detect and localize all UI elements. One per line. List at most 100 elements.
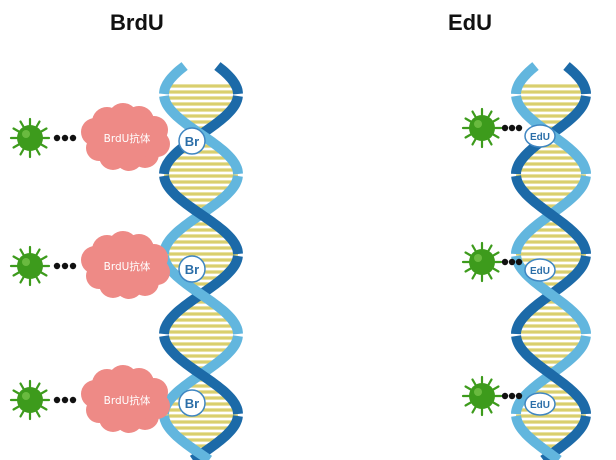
strand-light-front (511, 255, 591, 335)
label-circle-icon (524, 258, 556, 282)
fluorophore-ray (471, 406, 477, 414)
linker-dot (69, 262, 77, 270)
fluorophore-ray (487, 244, 493, 252)
label-circle-icon (178, 127, 206, 155)
fluorophore-core (469, 249, 495, 275)
linker-dot (501, 392, 509, 400)
antibody-label: BrdU抗体 (104, 260, 151, 273)
strand-dark-front (214, 62, 243, 95)
fluorophore-highlight (474, 120, 482, 128)
fluorophore-highlight (474, 254, 482, 262)
linker-dot (61, 134, 69, 142)
label-circle-icon (178, 389, 206, 417)
fluorophore-ray (40, 405, 48, 411)
brdu-label-unit: BrdU抗体 Br (9, 231, 206, 299)
fluorophore-ray (487, 378, 493, 386)
edu-label-unit: EdU (461, 375, 556, 417)
fluorophore-core (469, 115, 495, 141)
fluorophore-ray (487, 138, 493, 146)
fluorophore-ray (35, 248, 41, 256)
fluorophore-core (17, 125, 43, 151)
fluorophore-highlight (22, 258, 30, 266)
fluorophore-ray (471, 110, 477, 118)
panel-title-brdu: BrdU (110, 10, 164, 35)
antibody-cloud-icon (81, 365, 170, 433)
strand-dark-front (563, 62, 591, 95)
linker-dot (508, 258, 516, 266)
strand-dark-front (159, 175, 243, 255)
antibody-cloud-icon (81, 231, 170, 299)
fluorophore-ray (19, 148, 25, 156)
fluorophore-ray (471, 244, 477, 252)
cloud-lobe (101, 112, 153, 164)
fluorophore-core (17, 253, 43, 279)
label-circle-icon (524, 392, 556, 416)
linker-dot (61, 262, 69, 270)
fluorophore-ray (35, 382, 41, 390)
fluorophore-ray (12, 143, 20, 149)
fluorophore-ray (12, 271, 20, 277)
linker-dot (501, 124, 509, 132)
antibody-label: BrdU抗体 (104, 132, 151, 145)
fluorophore-ray (19, 382, 25, 390)
fluorophore-ray (464, 401, 472, 407)
fluorophore-ray (464, 385, 472, 391)
fluorophore-core (469, 383, 495, 409)
br-label: Br (185, 262, 199, 277)
fluorophore-ray (492, 267, 500, 273)
edu-label: EdU (530, 132, 550, 143)
fluorophore-icon (9, 379, 51, 421)
strand-dark-front (511, 335, 591, 415)
fluorophore-highlight (474, 388, 482, 396)
edu-label-unit: EdU (461, 107, 556, 149)
label-circle-icon (524, 124, 556, 148)
linker-dot (53, 262, 61, 270)
fluorophore-ray (40, 255, 48, 261)
strand-light-front (511, 415, 562, 460)
strand-light-back (159, 62, 188, 95)
antibody-label: BrdU抗体 (104, 394, 151, 407)
fluorophore-ray (19, 120, 25, 128)
edu-label: EdU (530, 266, 550, 277)
fluorophore-ray (35, 410, 41, 418)
fluorophore-ray (12, 255, 20, 261)
linker-dot (515, 258, 523, 266)
edu-click-labels: EdU EdU EdU (461, 107, 556, 417)
fluorophore-ray (19, 248, 25, 256)
fluorophore-ray (464, 267, 472, 273)
fluorophore-ray (464, 133, 472, 139)
fluorophore-icon (461, 107, 503, 149)
linker-dot (515, 124, 523, 132)
fluorophore-ray (40, 389, 48, 395)
linker-dot (69, 134, 77, 142)
linker-dot (515, 392, 523, 400)
fluorophore-ray (492, 133, 500, 139)
fluorophore-ray (464, 251, 472, 257)
strand-dark-front (511, 175, 591, 255)
fluorophore-ray (35, 120, 41, 128)
fluorophore-ray (492, 117, 500, 123)
fluorophore-core (17, 387, 43, 413)
fluorophore-ray (35, 148, 41, 156)
fluorophore-ray (492, 251, 500, 257)
linker-dot (508, 392, 516, 400)
fluorophore-ray (40, 127, 48, 133)
fluorophore-ray (471, 378, 477, 386)
strand-light-front (159, 415, 213, 460)
strand-light-back (511, 62, 539, 95)
linker-dot (53, 134, 61, 142)
linker-dot (69, 396, 77, 404)
fluorophore-ray (492, 385, 500, 391)
cloud-lobe (101, 240, 153, 292)
fluorophore-ray (40, 143, 48, 149)
fluorophore-ray (471, 272, 477, 280)
fluorophore-ray (471, 138, 477, 146)
linker-dot (501, 258, 509, 266)
fluorophore-ray (487, 110, 493, 118)
fluorophore-ray (487, 406, 493, 414)
fluorophore-ray (487, 272, 493, 280)
fluorophore-ray (40, 271, 48, 277)
